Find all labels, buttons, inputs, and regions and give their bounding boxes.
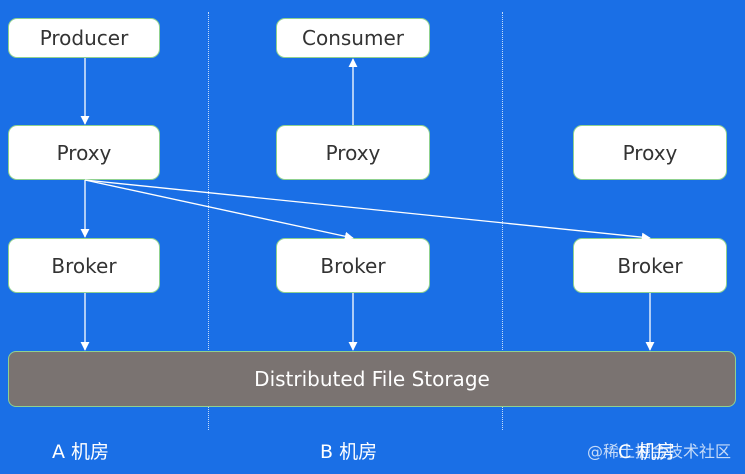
proxy-box-b: Proxy	[276, 125, 430, 180]
consumer-label: Consumer	[302, 26, 404, 50]
broker-label-c: Broker	[617, 253, 683, 278]
arrow-proxy-a-to-broker-c	[84, 179, 651, 242]
column-divider-ab	[208, 12, 209, 430]
proxy-label-b: Proxy	[325, 140, 381, 165]
proxy-label-c: Proxy	[622, 140, 678, 165]
producer-box-a: Producer	[8, 18, 160, 58]
column-divider-bc	[502, 12, 503, 430]
broker-box-a: Broker	[8, 238, 160, 293]
broker-box-c: Broker	[573, 238, 727, 293]
proxy-box-a: Proxy	[8, 125, 160, 180]
proxy-label-a: Proxy	[56, 140, 112, 165]
broker-label-a: Broker	[51, 253, 117, 278]
distributed-file-storage: Distributed File Storage	[8, 351, 736, 407]
watermark-text: @稀土掘金技术社区	[586, 442, 731, 461]
broker-label-b: Broker	[320, 253, 386, 278]
room-label-c: C 机房	[618, 441, 676, 463]
arrow-proxy-a-to-broker-b	[84, 179, 354, 241]
room-label-a: A 机房	[52, 441, 110, 463]
broker-box-b: Broker	[276, 238, 430, 293]
producer-label: Producer	[39, 26, 129, 50]
room-label-b: B 机房	[320, 441, 378, 463]
storage-label: Distributed File Storage	[254, 367, 490, 391]
proxy-box-c: Proxy	[573, 125, 727, 180]
consumer-box-b: Consumer	[276, 18, 430, 58]
